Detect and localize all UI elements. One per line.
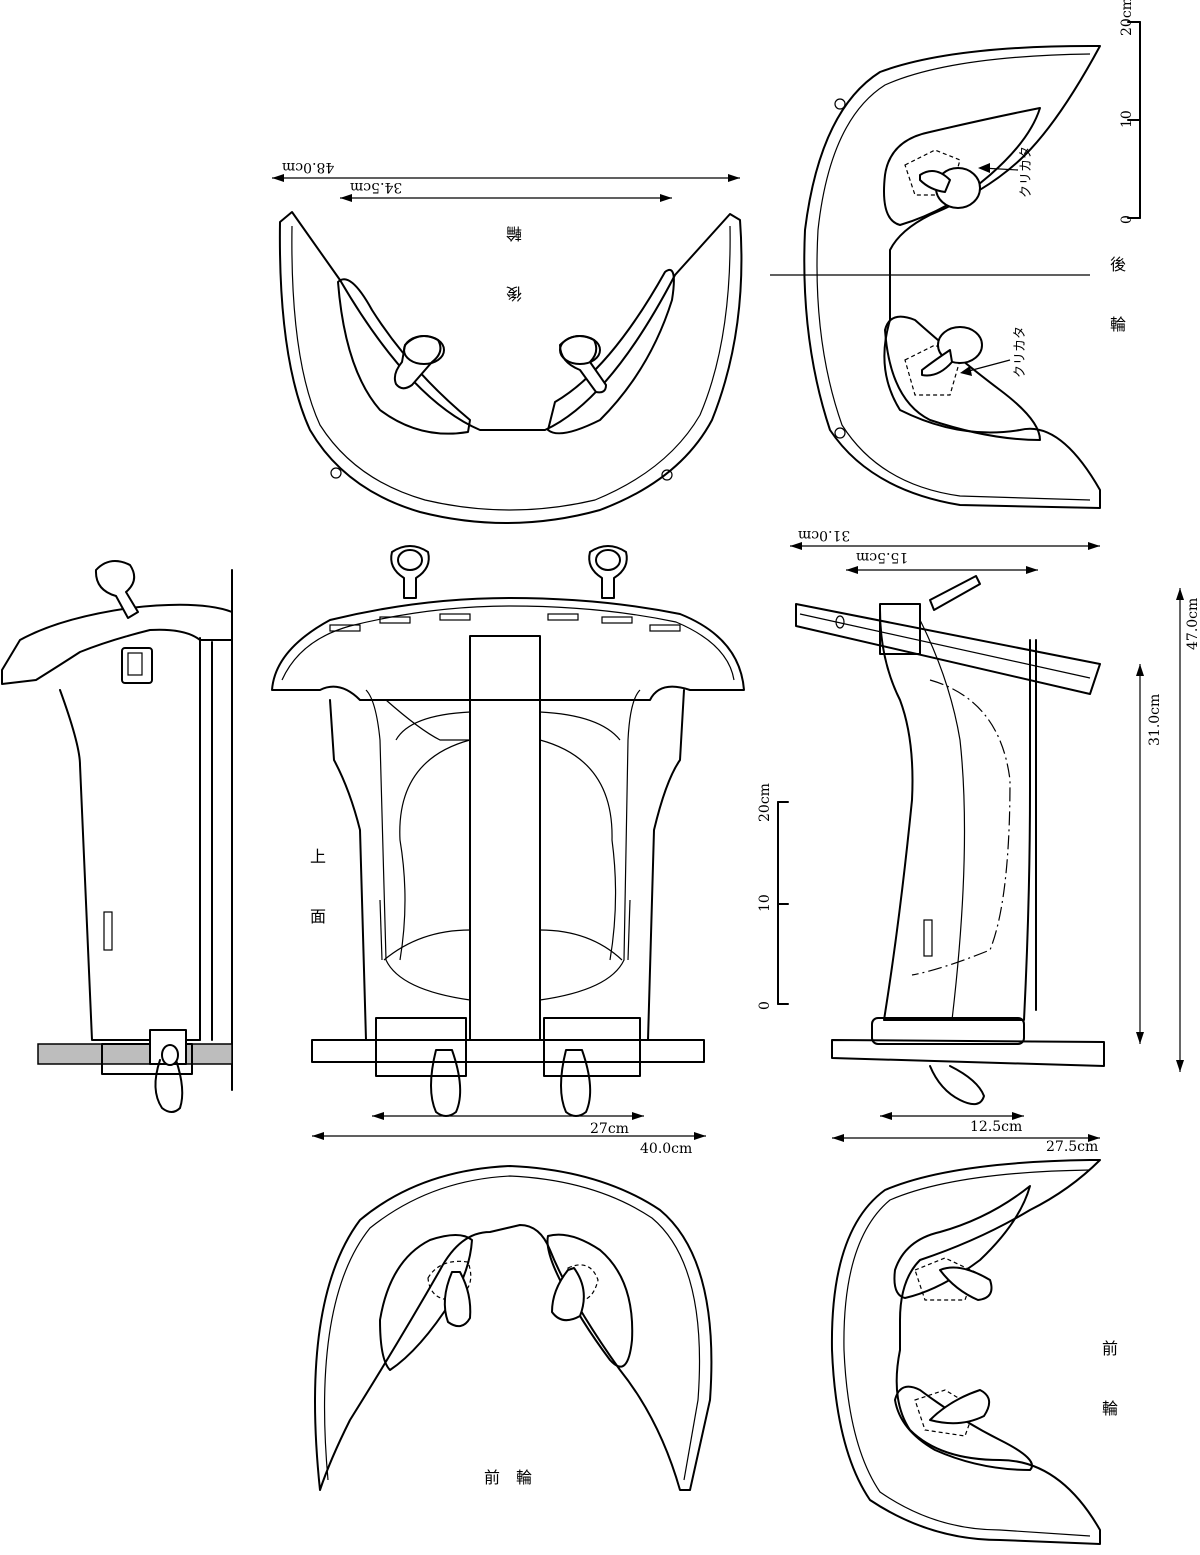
top-view: [271, 545, 745, 1117]
rear-width-dimensions: [272, 174, 740, 202]
side-view-right: [795, 575, 1105, 1106]
dim-side-length-outer: 31.0cm: [798, 527, 851, 543]
dim-height-inner: 31.0cm: [1147, 693, 1163, 746]
rear-arch-view: [278, 211, 743, 524]
front-arch-label: 前 輪: [484, 1468, 533, 1487]
center-scale-tick-10: 10: [757, 894, 773, 912]
fitting-label-upper: クリカタ: [1019, 145, 1034, 198]
dim-height-outer: 47.0cm: [1185, 597, 1200, 650]
right-scale-tick-20: 20cm: [1119, 0, 1135, 36]
top-view-dimensions: [312, 1112, 706, 1140]
center-scale: [777, 801, 789, 1005]
rear-arch-side-label: 後 輪: [1107, 256, 1126, 346]
dim-rear-width-outer: 48.0cm: [282, 159, 335, 175]
center-scale-tick-0: 0: [757, 1001, 773, 1010]
front-arch-side-label: 前 輪: [1099, 1340, 1118, 1430]
right-scale: [1127, 21, 1141, 219]
dim-side-base-outer: 27.5cm: [1046, 1139, 1099, 1155]
dim-side-base-inner: 12.5cm: [970, 1119, 1023, 1135]
side-elevation-left: [1, 560, 233, 1113]
right-scale-tick-0: 0: [1119, 215, 1135, 224]
rear-arch-label: 後 輪: [506, 212, 525, 302]
dim-top-inner-width: 27cm: [590, 1121, 629, 1137]
front-arch-view: [314, 1165, 713, 1491]
top-view-label: 上 面: [307, 848, 326, 938]
right-scale-tick-10: 10: [1119, 110, 1135, 128]
side-view-dimensions: [790, 542, 1184, 1142]
dim-top-outer-width: 40.0cm: [640, 1141, 693, 1157]
dim-side-length-inner: 15.5cm: [856, 549, 909, 565]
rear-arch-side-view: [770, 45, 1101, 509]
fitting-label-lower: クリカタ: [1013, 325, 1028, 378]
dim-rear-width-inner: 34.5cm: [350, 179, 403, 195]
front-arch-side-view: [830, 1159, 1101, 1545]
center-scale-tick-20: 20cm: [757, 783, 773, 822]
